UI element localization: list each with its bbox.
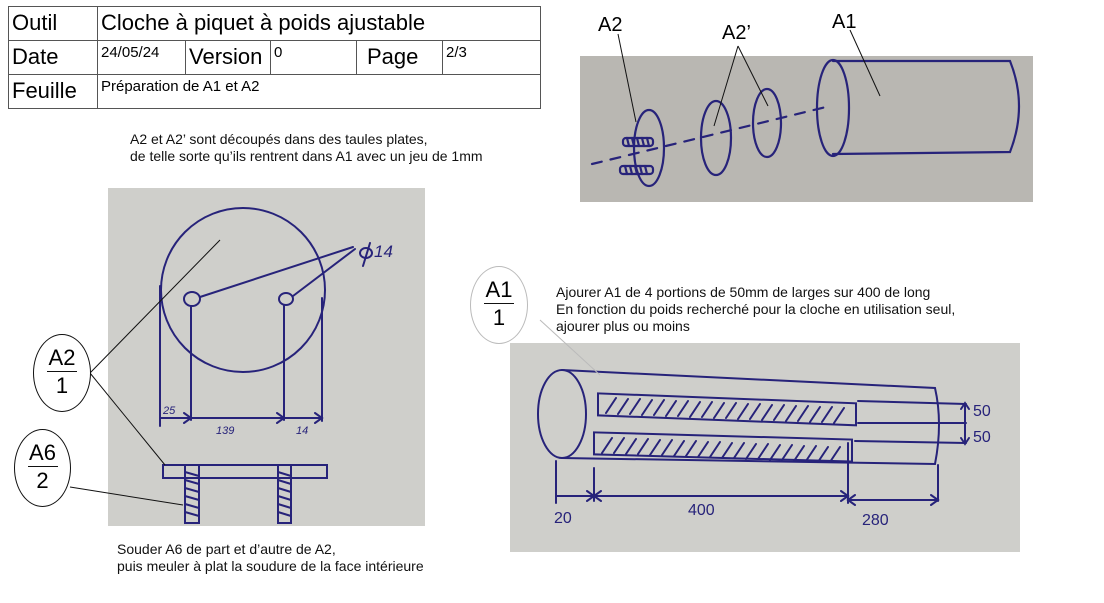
balloon-a6-part: A6 [29, 440, 56, 465]
dim-start-label: 20 [554, 510, 572, 527]
note-weld-line1: Souder A6 de part et d’autre de A2, [117, 541, 336, 557]
date-value: 24/05/24 [101, 44, 160, 61]
note-a1-line2: En fonction du poids recherché pour la c… [556, 301, 956, 317]
a2-sketch: 14 25 139 14 [159, 207, 393, 524]
balloon-a1-qty: 1 [492, 305, 506, 330]
note-a1-line3: ajourer plus ou moins [556, 318, 690, 334]
outil-label: Outil [12, 10, 58, 35]
dim-middle-label: 139 [216, 425, 234, 437]
dim-slot-length-label: 400 [688, 502, 715, 519]
balloon-a6-qty: 2 [36, 468, 49, 493]
slot-width-2-label: 50 [973, 429, 991, 446]
balloon-a1: A1 1 [470, 266, 528, 344]
feuille-label: Feuille [12, 78, 77, 103]
dim-remaining-label: 280 [862, 512, 889, 529]
title-row-feuille: Feuille Préparation de A1 et A2 [9, 75, 540, 109]
dim-right-label: 14 [296, 425, 308, 437]
dim-left-label: 25 [162, 405, 176, 417]
assembly-sketch [590, 58, 1021, 188]
a1-sketch-photo: 50 50 20 400 280 [510, 343, 1020, 552]
outil-value: Cloche à piquet à poids ajustable [101, 10, 426, 35]
balloon-a1-part: A1 [485, 277, 513, 302]
page-value: 2/3 [446, 44, 467, 61]
balloon-a2: A2 1 [33, 334, 91, 412]
note-a2-cut-line1: A2 et A2’ sont découpés dans des taules … [130, 131, 428, 147]
date-label: Date [12, 44, 59, 69]
balloon-a2-part: A2 [48, 345, 76, 370]
version-label: Version [189, 44, 263, 69]
title-row-outil: Outil Cloche à piquet à poids ajustable [9, 7, 540, 41]
assembly-sketch-photo [580, 56, 1033, 202]
page-label: Page [367, 44, 419, 69]
assembly-label-a2: A2 [598, 14, 623, 36]
version-value: 0 [274, 44, 283, 61]
balloon-a2-qty: 1 [55, 373, 69, 398]
note-a1-line1: Ajourer A1 de 4 portions de 50mm de larg… [556, 284, 931, 300]
slot-width-1-label: 50 [973, 403, 991, 420]
note-weld-line2: puis meuler à plat la soudure de la face… [117, 558, 424, 574]
a1-sketch: 50 50 20 400 280 [537, 369, 991, 529]
title-block: Outil Cloche à piquet à poids ajustable … [8, 6, 541, 109]
assembly-label-a2-prime: A2’ [722, 22, 751, 44]
hole-diameter-label: 14 [374, 242, 393, 261]
balloon-a6: A6 2 [14, 429, 71, 507]
assembly-label-a1: A1 [832, 11, 857, 33]
feuille-value: Préparation de A1 et A2 [101, 78, 260, 95]
note-a2-cut-line2: de telle sorte qu’ils rentrent dans A1 a… [130, 148, 483, 164]
a2-sketch-photo: 14 25 139 14 [108, 188, 425, 526]
title-row-date: Date 24/05/24 Version 0 Page 2/3 [9, 41, 540, 75]
